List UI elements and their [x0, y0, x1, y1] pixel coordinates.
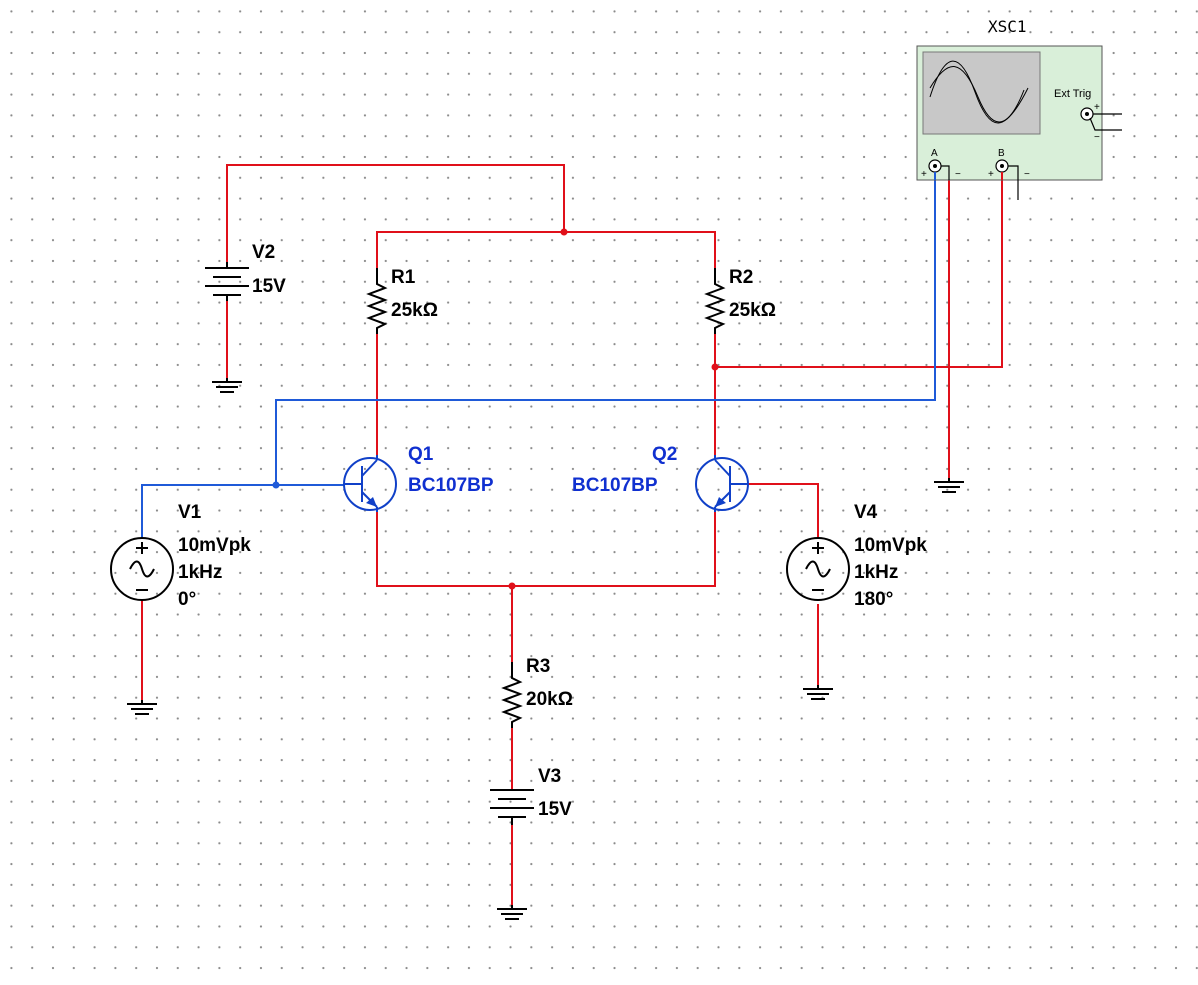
- oscilloscope-xsc1[interactable]: XSC1 Ext Trig + − A + − B + −: [916, 17, 1122, 200]
- r2-value-label: 25kΩ: [729, 300, 776, 321]
- ac-source-v1[interactable]: V1 10mVpk 1kHz 0°: [110, 502, 251, 610]
- ext-trig-label: Ext Trig: [1054, 88, 1091, 100]
- q2-ref-label: Q2: [652, 444, 677, 465]
- junction-dot: [508, 582, 516, 590]
- ground-symbol-icon: [934, 478, 964, 493]
- dc-battery-icon: [205, 262, 249, 301]
- scope-screen: [922, 51, 1041, 135]
- v3-value-label: 15V: [538, 799, 572, 820]
- resistor-zigzag-icon: [704, 268, 726, 334]
- junction-dot: [272, 481, 280, 489]
- r1-ref-label: R1: [391, 267, 416, 288]
- channel-a-minus: −: [955, 169, 961, 180]
- channel-a-plus: +: [921, 169, 927, 180]
- resistor-zigzag-icon: [366, 268, 388, 334]
- v2-ref-label: V2: [252, 242, 275, 263]
- v4-ref-label: V4: [854, 502, 878, 523]
- ground-v2: [212, 378, 242, 393]
- ground-v4: [803, 685, 833, 700]
- transistor-q1[interactable]: Q1 BC107BP: [343, 444, 494, 512]
- ground-symbol-icon: [803, 685, 833, 700]
- ground-scope: [934, 478, 964, 493]
- ground-symbol-icon: [497, 905, 527, 920]
- battery-v2[interactable]: V2 15V: [205, 242, 286, 301]
- v2-value-label: 15V: [252, 276, 286, 297]
- npn-transistor-icon: [343, 455, 397, 512]
- v1-ref-label: V1: [178, 502, 202, 523]
- r3-value-label: 20kΩ: [526, 689, 573, 710]
- q2-model-label: BC107BP: [572, 475, 658, 496]
- ext-trig-plus: +: [1094, 102, 1100, 113]
- dc-battery-icon: [490, 789, 534, 825]
- resistor-r2[interactable]: R2 25kΩ: [704, 267, 776, 334]
- signal-wires: [141, 172, 936, 538]
- channel-b-plus: +: [988, 169, 994, 180]
- ground-v1: [127, 700, 157, 715]
- channel-b-label: B: [998, 148, 1005, 159]
- scope-trace-b: [929, 66, 1025, 123]
- r2-ref-label: R2: [729, 267, 753, 288]
- resistor-r1[interactable]: R1 25kΩ: [366, 267, 438, 334]
- scope-ref-label: XSC1: [988, 17, 1027, 36]
- v1-frequency-label: 1kHz: [178, 562, 222, 583]
- resistor-zigzag-icon: [501, 662, 523, 728]
- ground-v3: [497, 905, 527, 920]
- ground-symbol-icon: [212, 378, 242, 393]
- ac-sine-source-icon: [786, 537, 850, 601]
- npn-transistor-icon: [695, 455, 749, 512]
- channel-a-label: A: [931, 148, 938, 159]
- v1-amplitude-label: 10mVpk: [178, 535, 251, 556]
- transistor-q2[interactable]: Q2 BC107BP: [572, 444, 749, 512]
- ground-symbol-icon: [127, 700, 157, 715]
- junction-dot: [711, 363, 719, 371]
- v4-frequency-label: 1kHz: [854, 562, 898, 583]
- v4-amplitude-label: 10mVpk: [854, 535, 927, 556]
- battery-v3[interactable]: V3 15V: [490, 766, 572, 825]
- ext-trig-minus: −: [1094, 132, 1100, 143]
- resistor-r3[interactable]: R3 20kΩ: [501, 656, 573, 728]
- junction-dot: [560, 228, 568, 236]
- v4-phase-label: 180°: [854, 589, 893, 610]
- v1-phase-label: 0°: [178, 589, 196, 610]
- power-wires: [141, 164, 1003, 905]
- r3-ref-label: R3: [526, 656, 550, 677]
- r1-value-label: 25kΩ: [391, 300, 438, 321]
- ac-source-v4[interactable]: V4 10mVpk 1kHz 180°: [786, 502, 927, 610]
- ac-sine-source-icon: [110, 537, 174, 601]
- channel-b-minus: −: [1024, 169, 1030, 180]
- q1-ref-label: Q1: [408, 444, 434, 465]
- q1-model-label: BC107BP: [408, 475, 494, 496]
- v3-ref-label: V3: [538, 766, 561, 787]
